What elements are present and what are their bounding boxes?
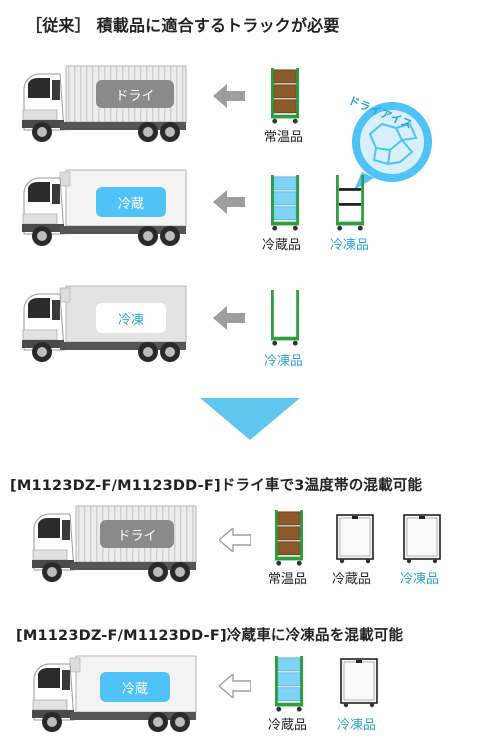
left-arrow-icon (213, 84, 245, 108)
frozen-rack-empty-icon (271, 290, 299, 346)
label-chilled: 冷蔵品 (262, 238, 302, 253)
label-ambient-mixed: 常温品 (268, 572, 308, 587)
label-frozen-reefer: 冷凍品 (337, 718, 377, 733)
insulated-box-icon (336, 514, 374, 564)
label-chilled-mixed: 冷蔵品 (332, 572, 372, 587)
frozen-rack-icon (336, 175, 364, 231)
chilled-rack-icon (271, 175, 299, 231)
truck-label-reefer: 冷蔵 (96, 187, 166, 217)
insulated-box-icon (340, 658, 378, 708)
down-arrow-icon (200, 398, 300, 440)
left-arrow-icon (219, 528, 251, 552)
truck-label-reefer-mixed: 冷蔵 (100, 672, 170, 702)
label-frozen-mixed: 冷凍品 (400, 572, 440, 587)
ambient-rack-icon (275, 510, 303, 566)
dry-ice-icon (352, 102, 432, 190)
truck-label-freezer: 冷凍 (96, 303, 166, 333)
chilled-rack-icon (275, 656, 303, 712)
left-arrow-icon (213, 306, 245, 330)
truck-label-dry-mixed: ドライ (100, 520, 174, 548)
heading-conventional: ［従来］ 積載品に適合するトラックが必要 (26, 16, 340, 35)
label-frozen: 冷凍品 (330, 238, 370, 253)
insulated-box-icon (403, 514, 441, 564)
label-chilled-reefer: 冷蔵品 (268, 718, 308, 733)
truck-label-dry: ドライ (96, 80, 174, 108)
heading-dry-mixed: [M1123DZ-F/M1123DD-F]ドライ車で3温度帯の混載可能 (10, 478, 423, 494)
ambient-rack-icon (271, 68, 299, 124)
heading-reefer-mixed: [M1123DZ-F/M1123DD-F]冷蔵車に冷凍品を混載可能 (16, 628, 404, 644)
left-arrow-icon (219, 674, 251, 698)
label-ambient: 常温品 (264, 130, 304, 145)
left-arrow-icon (213, 190, 245, 214)
label-frozen-row3: 冷凍品 (264, 354, 304, 369)
